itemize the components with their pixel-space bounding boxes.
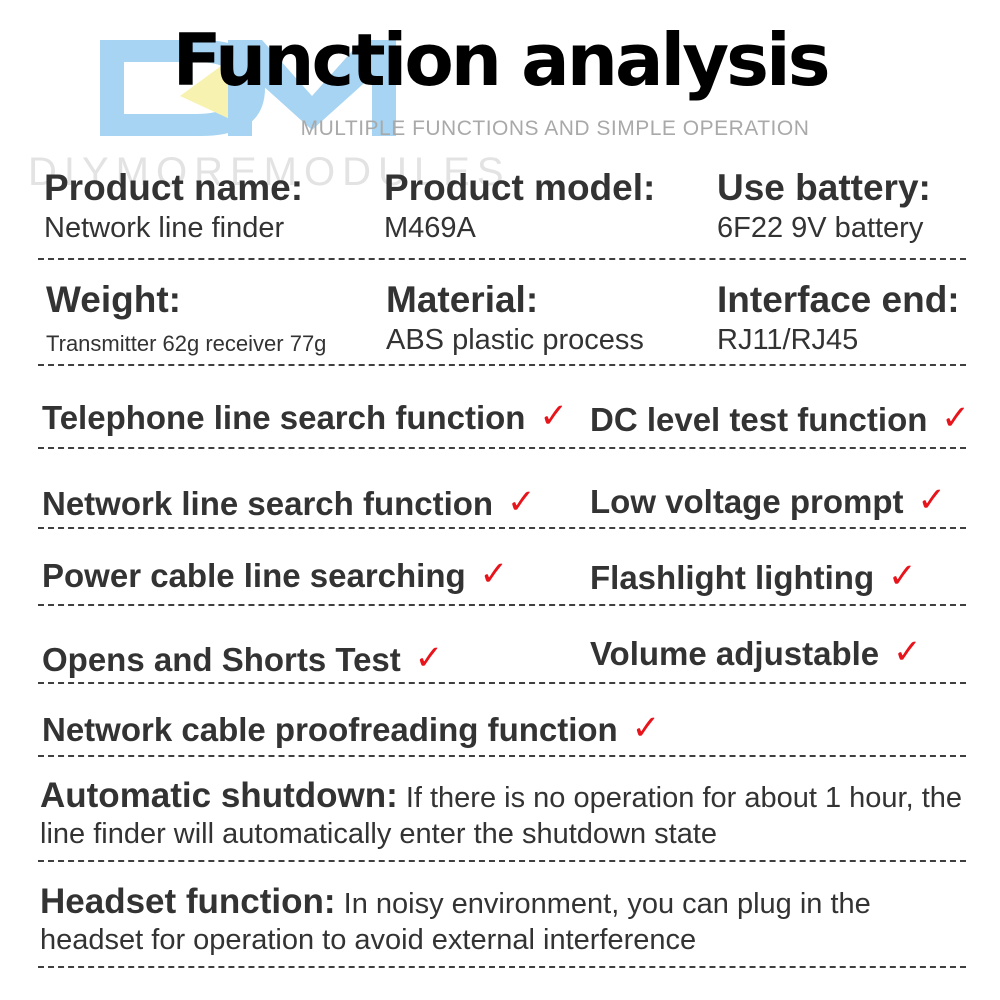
- dashed-separator: [38, 860, 966, 862]
- checkmark-icon: ✓: [479, 555, 509, 593]
- dashed-separator: [38, 755, 966, 757]
- spec-label: Product model:: [384, 167, 656, 208]
- spec-value: 6F22 9V battery: [717, 212, 924, 244]
- dashed-separator: [38, 258, 966, 260]
- spec-value: RJ11/RJ45: [717, 324, 859, 356]
- description-automatic-shutdown: Automatic shutdown: If there is no opera…: [40, 778, 970, 852]
- dashed-separator: [38, 604, 966, 606]
- feature-network-line-search: Network line search function ✓: [42, 482, 536, 524]
- dashed-separator: [38, 527, 966, 529]
- checkmark-icon: ✓: [888, 557, 917, 595]
- dashed-separator: [38, 966, 966, 968]
- spec-label: Use battery:: [717, 167, 931, 208]
- dashed-separator: [38, 447, 966, 449]
- feature-label: Volume adjustable: [590, 635, 880, 672]
- page-title: Function analysis: [172, 18, 830, 102]
- spec-value: ABS plastic process: [386, 324, 644, 356]
- description-label: Headset function:: [40, 882, 336, 921]
- checkmark-icon: ✓: [507, 483, 536, 521]
- checkmark-icon: ✓: [893, 633, 922, 671]
- checkmark-icon: ✓: [631, 709, 661, 747]
- feature-opens-shorts-test: Opens and Shorts Test ✓: [42, 638, 443, 680]
- spec-value: Network line finder: [44, 212, 285, 244]
- feature-dc-level-test: DC level test function ✓: [590, 398, 970, 440]
- description-headset-function: Headset function: In noisy environment, …: [40, 884, 970, 958]
- spec-value: M469A: [384, 212, 476, 244]
- checkmark-icon: ✓: [414, 639, 444, 677]
- description-text: If there is no operation for about 1 hou…: [40, 782, 963, 850]
- spec-use-battery: Use battery: 6F22 9V battery: [717, 166, 931, 246]
- spec-label: Interface end:: [717, 279, 960, 320]
- feature-network-cable-proofreading: Network cable proofreading function ✓: [42, 708, 660, 750]
- spec-material: Material: ABS plastic process: [386, 278, 644, 358]
- spec-value: Transmitter 62g receiver 77g: [46, 331, 327, 356]
- checkmark-icon: ✓: [539, 397, 568, 435]
- feature-flashlight-lighting: Flashlight lighting ✓: [590, 556, 917, 598]
- description-label: Automatic shutdown:: [40, 776, 398, 815]
- feature-label: DC level test function: [590, 401, 928, 438]
- feature-label: Opens and Shorts Test: [42, 641, 401, 678]
- feature-volume-adjustable: Volume adjustable ✓: [590, 632, 922, 674]
- page-subtitle: MULTIPLE FUNCTIONS AND SIMPLE OPERATION: [300, 117, 810, 140]
- checkmark-icon: ✓: [941, 399, 970, 437]
- watermark-brand-word: DIYMOREMODULES: [28, 150, 511, 194]
- feature-label: Power cable line searching: [42, 557, 466, 594]
- feature-label: Network line search function: [42, 485, 494, 522]
- feature-label: Low voltage prompt: [590, 483, 904, 520]
- dashed-separator: [38, 364, 966, 366]
- checkmark-icon: ✓: [917, 481, 947, 519]
- spec-label: Material:: [386, 279, 539, 320]
- description-text: In noisy environment, you can plug in th…: [40, 888, 871, 956]
- feature-label: Telephone line search function: [42, 399, 526, 436]
- feature-telephone-line-search: Telephone line search function ✓: [42, 396, 568, 438]
- spec-product-model: Product model: M469A: [384, 166, 655, 246]
- spec-interface-end: Interface end: RJ11/RJ45: [717, 278, 960, 358]
- spec-label: Product name:: [44, 167, 304, 208]
- feature-label: Flashlight lighting: [590, 559, 875, 596]
- feature-power-cable-searching: Power cable line searching ✓: [42, 554, 508, 596]
- spec-weight: Weight: Transmitter 62g receiver 77g: [46, 278, 326, 362]
- feature-low-voltage-prompt: Low voltage prompt ✓: [590, 480, 946, 522]
- feature-label: Network cable proofreading function: [42, 711, 618, 748]
- dashed-separator: [38, 682, 966, 684]
- spec-label: Weight:: [46, 279, 181, 320]
- spec-product-name: Product name: Network line finder: [44, 166, 303, 246]
